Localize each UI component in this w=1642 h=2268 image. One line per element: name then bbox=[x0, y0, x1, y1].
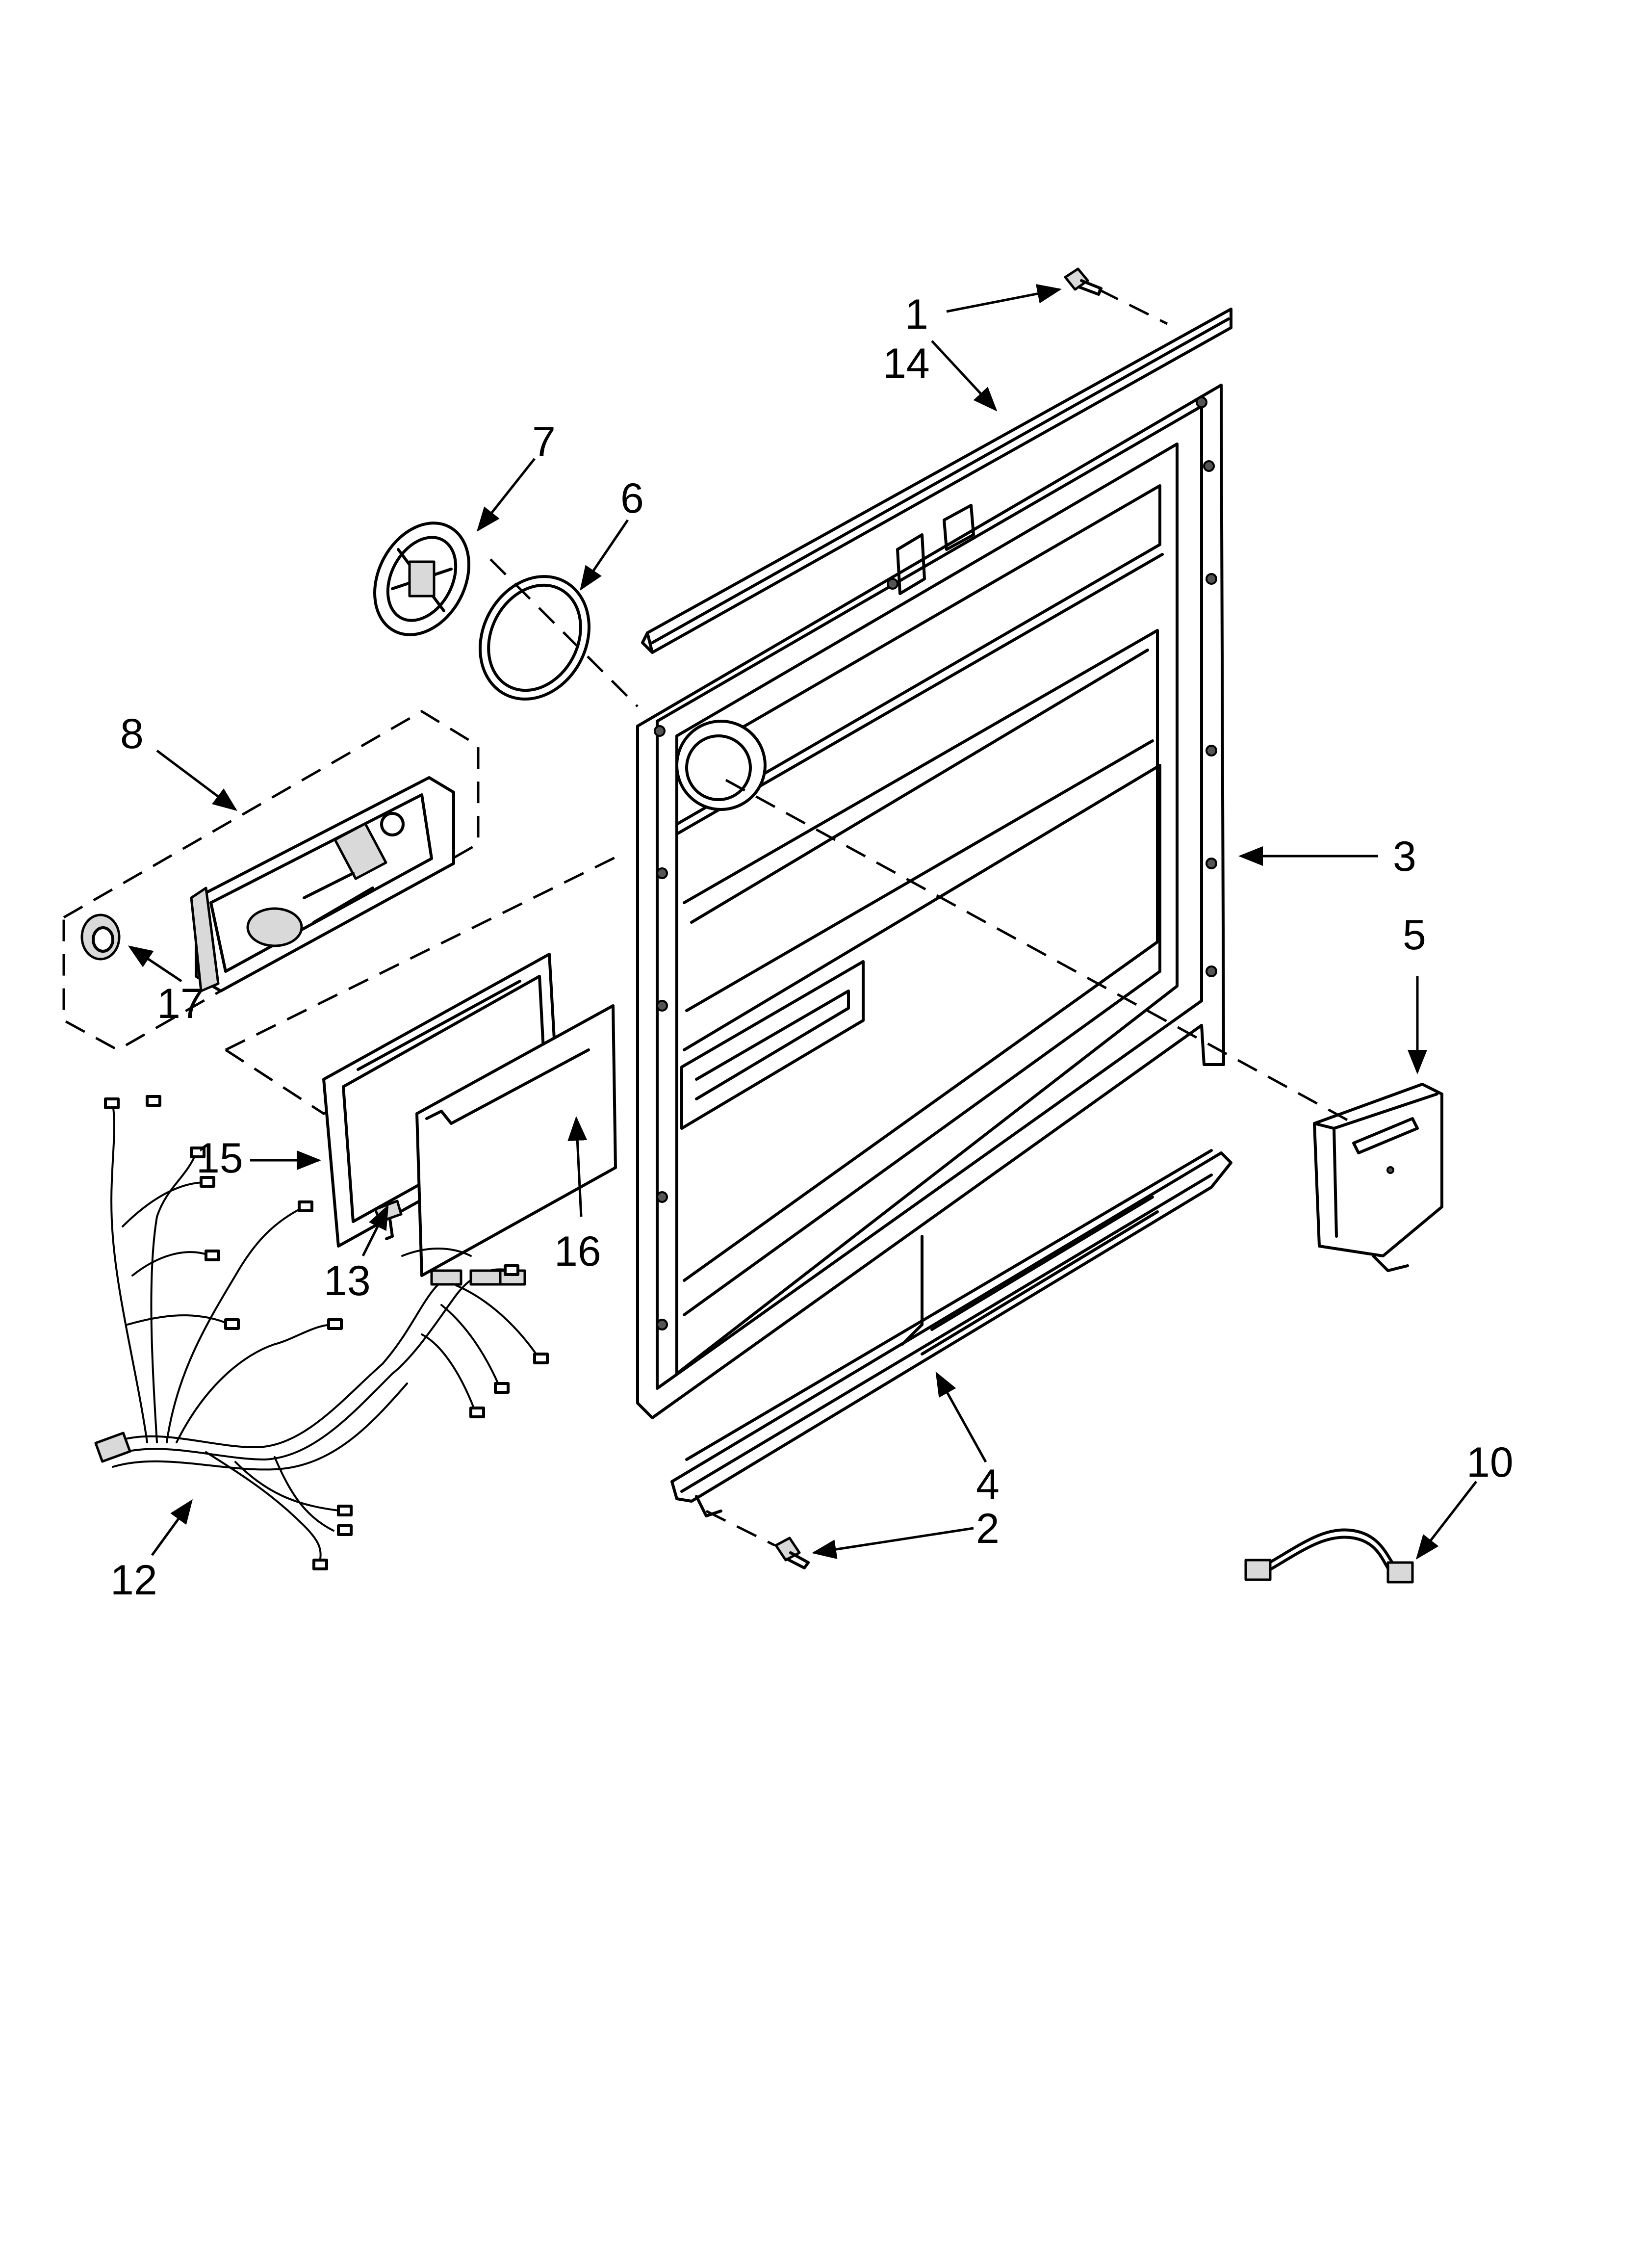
callout-6: 6 bbox=[620, 475, 644, 522]
callout-17: 17 bbox=[157, 980, 204, 1027]
callout-8: 8 bbox=[120, 710, 144, 757]
vent-gasket bbox=[479, 575, 590, 701]
screw-part-1 bbox=[1064, 267, 1103, 296]
alignment-lines bbox=[489, 288, 1355, 1547]
vent-cover bbox=[373, 521, 470, 636]
board-cover bbox=[415, 1004, 617, 1277]
connector-wire bbox=[1244, 1528, 1414, 1584]
callout-10: 10 bbox=[1466, 1439, 1514, 1486]
callout-labels: 1 14 7 6 8 3 5 17 15 13 16 4 10 2 12 bbox=[110, 291, 1514, 1604]
leader-lines bbox=[128, 284, 1477, 1560]
panel-screw-holes bbox=[654, 396, 1217, 1330]
screw-part-2 bbox=[774, 1537, 810, 1569]
callout-7: 7 bbox=[532, 418, 556, 466]
callout-4: 4 bbox=[976, 1461, 1000, 1508]
bottom-trim-strip bbox=[670, 1149, 1232, 1517]
callout-1: 1 bbox=[905, 291, 928, 338]
callout-13: 13 bbox=[324, 1257, 371, 1304]
harness-connectors bbox=[104, 1095, 549, 1570]
callout-16: 16 bbox=[554, 1228, 601, 1275]
side-bracket bbox=[1313, 1083, 1443, 1272]
dispenser-assembly bbox=[62, 710, 480, 1051]
dispenser-knob bbox=[80, 913, 121, 961]
callout-12: 12 bbox=[110, 1557, 157, 1604]
callout-3: 3 bbox=[1393, 833, 1416, 880]
callout-15: 15 bbox=[196, 1135, 243, 1182]
callout-2: 2 bbox=[976, 1505, 1000, 1552]
callout-14: 14 bbox=[883, 340, 930, 387]
screw-part-13 bbox=[374, 1199, 403, 1240]
top-trim-strip bbox=[641, 308, 1232, 654]
inner-door-panel bbox=[636, 384, 1225, 1419]
wire-harness bbox=[94, 1095, 549, 1570]
callout-5: 5 bbox=[1403, 912, 1426, 959]
